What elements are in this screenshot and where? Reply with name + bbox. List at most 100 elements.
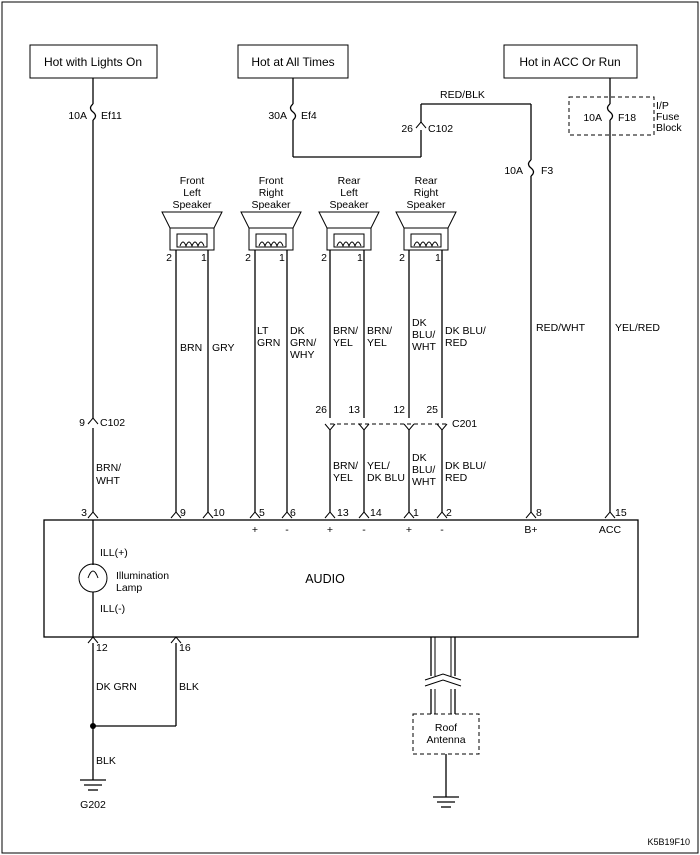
audio-pin-6: 6 <box>290 507 296 519</box>
wire-rr-dkbluwht-1: DK <box>412 317 427 329</box>
speaker-fl-pin-2: 2 <box>166 252 172 264</box>
c201-pin-26: 26 <box>315 404 327 416</box>
speaker-fr-name-3: Speaker <box>251 199 291 211</box>
ground-label: G202 <box>80 799 106 811</box>
wire-rl-brnyel-b-2: YEL <box>367 337 387 349</box>
audio-pin-14: 14 <box>370 507 382 519</box>
speaker-rl-pin-1: 1 <box>357 252 363 264</box>
speaker-rear-left: Rear Left Speaker 2 1 <box>318 175 380 418</box>
wire-rr-dkblured-1: DK BLU/ <box>445 325 486 337</box>
fuse-f3-amp: 10A <box>504 165 523 177</box>
wire-rr-dkbluwht-2: BLU/ <box>412 329 435 341</box>
speaker-rr-name-3: Speaker <box>406 199 446 211</box>
polarity-rl-plus: + <box>327 524 333 536</box>
polarity-rr-plus: + <box>406 524 412 536</box>
c201-pin-12: 12 <box>393 404 405 416</box>
antenna-label-2: Antenna <box>426 734 465 746</box>
antenna-ground-icon <box>433 796 459 808</box>
wire-red-wht: RED/WHT <box>536 322 586 334</box>
fuse-f18-symbol <box>606 103 614 121</box>
wire-fr-dkgrn-3: WHY <box>290 349 315 361</box>
wire-low-dkblured-1: DK BLU/ <box>445 460 486 472</box>
wire-fl-brn: BRN <box>180 342 202 354</box>
speaker-fl-name-2: Left <box>183 187 201 199</box>
fuse-f18-label: F18 <box>618 112 636 124</box>
wire-red-blk: RED/BLK <box>440 89 485 101</box>
speaker-fr-cone <box>240 211 302 229</box>
fuse-block-label-2: Fuse <box>656 111 680 123</box>
illumination-lamp-symbol <box>78 563 108 593</box>
audio-pin-16: 16 <box>179 642 191 654</box>
wire-rr-dkblured-2: RED <box>445 337 468 349</box>
ill-plus-label: ILL(+) <box>100 547 128 559</box>
speaker-rr-coil <box>413 241 439 248</box>
fuse-ef4-label: Ef4 <box>301 110 317 122</box>
speaker-rl-name-3: Speaker <box>329 199 369 211</box>
fuse-ef4-amp: 30A <box>268 110 287 122</box>
c102-left-label: C102 <box>100 417 125 429</box>
speaker-rl-name-1: Rear <box>338 175 361 187</box>
speaker-rl-cone <box>318 211 380 229</box>
wire-brn-wht-2: WHT <box>96 475 120 487</box>
c102-top-label: C102 <box>428 123 453 135</box>
antenna-label-1: Roof <box>435 722 457 734</box>
c201-label: C201 <box>452 418 477 430</box>
speaker-fl-cone <box>161 211 223 229</box>
wire-rr-dkbluwht-3: WHT <box>412 341 436 353</box>
circuit-lights-on: 10A Ef11 9 C102 BRN/ WHT <box>68 78 125 519</box>
wire-low-yeldkblu-2: DK BLU <box>367 472 405 484</box>
fuse-block-label-3: Block <box>656 122 682 134</box>
ill-minus-label: ILL(-) <box>100 603 125 615</box>
roof-antenna-box <box>412 713 480 755</box>
wire-low-brnyel-1: BRN/ <box>333 460 358 472</box>
ip-fuse-block <box>568 96 655 136</box>
speaker-fr-pin-1: 1 <box>279 252 285 264</box>
audio-bplus: B+ <box>524 524 537 536</box>
speaker-rl-coil <box>336 241 362 248</box>
speaker-rr-pin-2: 2 <box>399 252 405 264</box>
fuse-f3-symbol <box>527 159 535 177</box>
c201-pin-13: 13 <box>348 404 360 416</box>
wire-low-dkbluwht-1: DK <box>412 452 427 464</box>
ground-circuit: 12 16 DK GRN BLK BLK G202 <box>80 636 199 811</box>
fuse-ef11-label: Ef11 <box>101 110 122 122</box>
wire-blk-ground: BLK <box>96 755 116 767</box>
wire-brn-wht-1: BRN/ <box>96 462 121 474</box>
wire-dk-grn: DK GRN <box>96 681 137 693</box>
audio-unit-box <box>43 519 639 638</box>
audio-top-terminals <box>170 511 448 519</box>
audio-pin-10: 10 <box>213 507 225 519</box>
audio-unit: AUDIO 3 9 10 5 6 13 14 1 2 8 15 + - + - … <box>43 507 639 638</box>
speaker-fl-coil <box>179 241 205 248</box>
speaker-rr-name-1: Rear <box>415 175 438 187</box>
antenna-circuit: Roof Antenna <box>412 637 480 808</box>
wire-rl-brnyel-a-2: YEL <box>333 337 353 349</box>
audio-pin-15: 15 <box>615 507 627 519</box>
wire-low-dkbluwht-2: BLU/ <box>412 464 435 476</box>
polarity-rr-minus: - <box>440 524 444 536</box>
power-box-all-times: Hot at All Times <box>237 44 349 79</box>
wire-rl-brnyel-b-1: BRN/ <box>367 325 392 337</box>
speaker-rr-pin-1: 1 <box>435 252 441 264</box>
wire-blk-16: BLK <box>179 681 199 693</box>
splice-point <box>90 723 96 729</box>
speaker-fr-coil <box>258 241 284 248</box>
power-box-lights-on: Hot with Lights On <box>29 44 158 79</box>
wire-rl-brnyel-a-1: BRN/ <box>333 325 358 337</box>
wire-low-brnyel-2: YEL <box>333 472 353 484</box>
fuse-ef11-amp: 10A <box>68 110 87 122</box>
lamp-label-1: Illumination <box>116 570 169 582</box>
speaker-wire-labels-upper: BRN GRY LT GRN DK GRN/ WHY BRN/ YEL BRN/… <box>180 317 486 361</box>
polarity-fr-minus: - <box>285 524 289 536</box>
speaker-fr-name-2: Right <box>259 187 284 199</box>
wire-fr-dkgrn-1: DK <box>290 325 305 337</box>
speaker-rear-right: Rear Right Speaker 2 1 <box>395 175 457 418</box>
wire-yel-red: YEL/RED <box>615 322 660 334</box>
speaker-fl-pin-1: 1 <box>201 252 207 264</box>
wire-fl-gry: GRY <box>212 342 235 354</box>
audio-pin-2: 2 <box>446 507 452 519</box>
speaker-fl-name-3: Speaker <box>172 199 212 211</box>
